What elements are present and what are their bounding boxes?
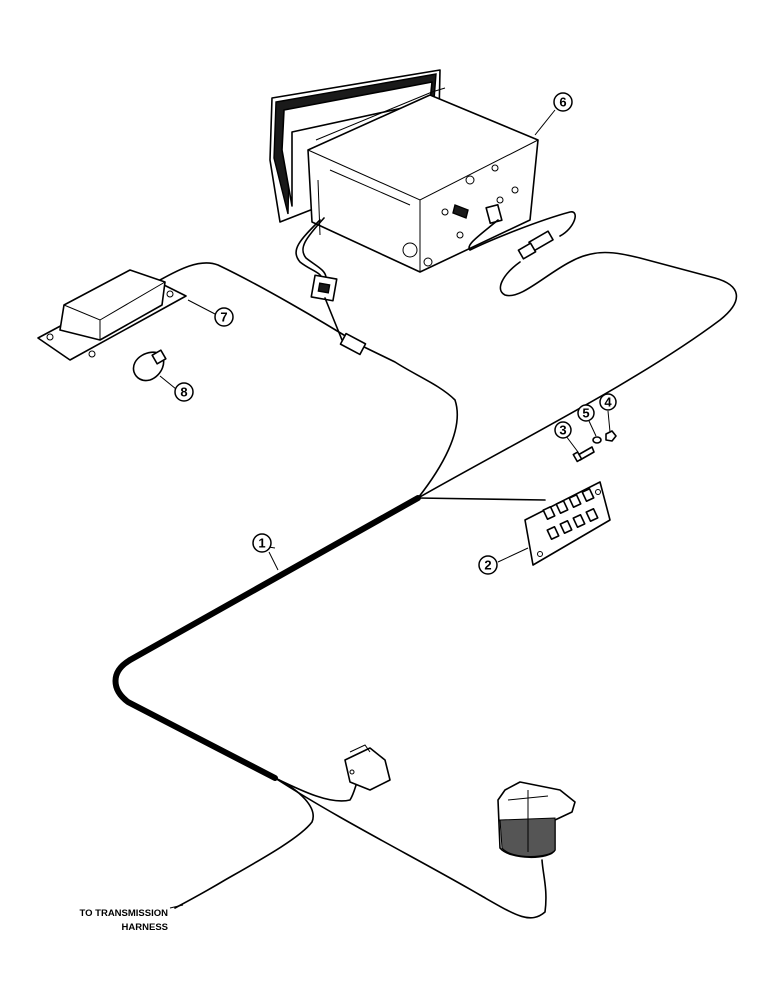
part-2-terminal-board — [524, 481, 611, 566]
note-line-2: HARNESS — [122, 922, 168, 933]
part-6-control-unit — [269, 69, 576, 302]
svg-text:4: 4 — [604, 395, 612, 410]
svg-text:1: 1 — [258, 536, 265, 551]
svg-text:5: 5 — [582, 406, 589, 421]
callout-7: 7 — [214, 307, 234, 327]
callout-3: 3 — [554, 421, 572, 439]
part-7-lamp — [37, 269, 187, 361]
callout-4: 4 — [599, 393, 617, 411]
part-4-nut — [605, 430, 617, 442]
part-3-screw — [572, 446, 595, 463]
callout-1: 1 — [252, 533, 272, 553]
callout-5: 5 — [577, 404, 595, 422]
svg-text:3: 3 — [559, 423, 566, 438]
part-5-washer — [592, 436, 602, 444]
part-8-bulb — [132, 349, 167, 382]
callout-6: 6 — [553, 92, 573, 112]
callout-2: 2 — [478, 555, 498, 575]
svg-text:2: 2 — [484, 558, 491, 573]
svg-text:6: 6 — [559, 95, 566, 110]
note-line-1: TO TRANSMISSION — [80, 908, 169, 919]
transmission-harness-note: TO TRANSMISSION HARNESS — [80, 908, 169, 933]
svg-text:7: 7 — [220, 310, 227, 325]
callout-8: 8 — [174, 382, 194, 402]
svg-text:8: 8 — [180, 385, 187, 400]
part-1-wiring-harness — [112, 251, 738, 919]
